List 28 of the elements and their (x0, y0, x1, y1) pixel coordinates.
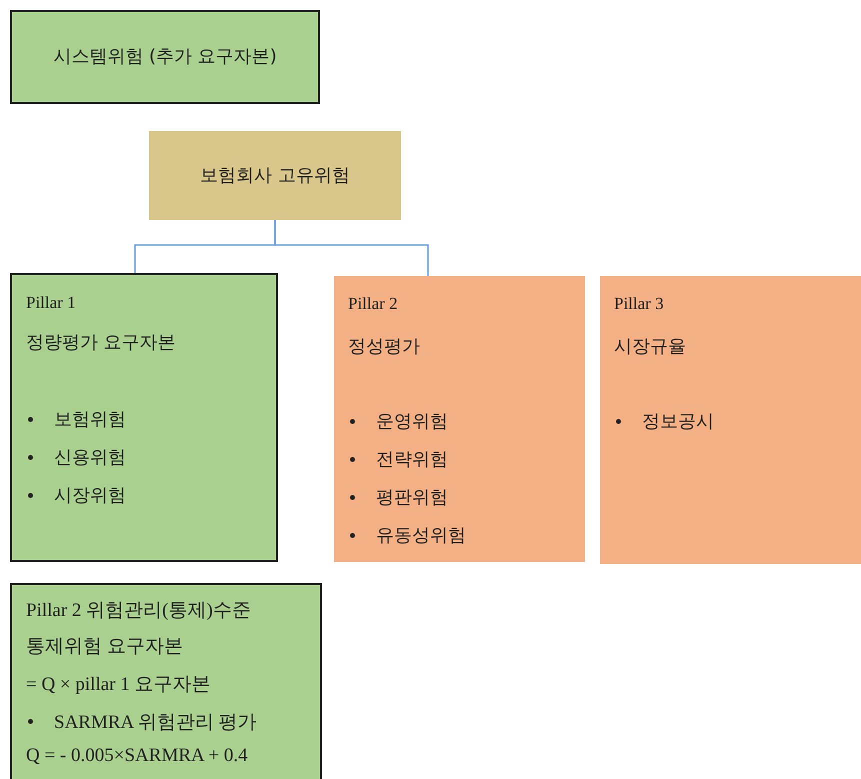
pillar-box (334, 276, 585, 562)
list-item: 보험위험 (54, 408, 126, 431)
list-item: 시장위험 (54, 484, 126, 507)
formula-box (10, 583, 322, 779)
list-item: 유동성위험 (376, 524, 466, 547)
pillar-heading: Pillar 2 (348, 294, 398, 314)
list-item: 평판위험 (376, 486, 448, 509)
pillar-box (600, 276, 861, 564)
list-item: 전략위험 (376, 448, 448, 471)
pillar-subtitle: 정성평가 (348, 335, 420, 358)
risk-box (149, 131, 401, 220)
formula-text: Q = - 0.005×SARMRA + 0.4 (26, 745, 248, 767)
list-item: 정보공시 (642, 410, 714, 433)
box-title: 보험회사 고유위험 (199, 164, 351, 188)
formula-text: 통제위험 요구자본 (26, 635, 183, 659)
pillar-heading: Pillar 3 (614, 294, 664, 314)
pillar-subtitle: 정량평가 요구자본 (26, 331, 176, 354)
pillar-subtitle: 시장규율 (614, 335, 686, 358)
connector-line (274, 220, 429, 276)
list-item: SARMRA 위험관리 평가 (54, 711, 257, 735)
risk-box (10, 10, 320, 104)
pillar-box (10, 273, 278, 562)
formula-text: Pillar 2 위험관리(통제)수준 (26, 599, 251, 623)
formula-text: = Q × pillar 1 요구자본 (26, 673, 210, 697)
list-item: 신용위험 (54, 446, 126, 469)
list-item: 운영위험 (376, 410, 448, 433)
pillar-heading: Pillar 1 (26, 293, 76, 313)
box-title: 시스템위험 (추가 요구자본) (52, 45, 278, 69)
